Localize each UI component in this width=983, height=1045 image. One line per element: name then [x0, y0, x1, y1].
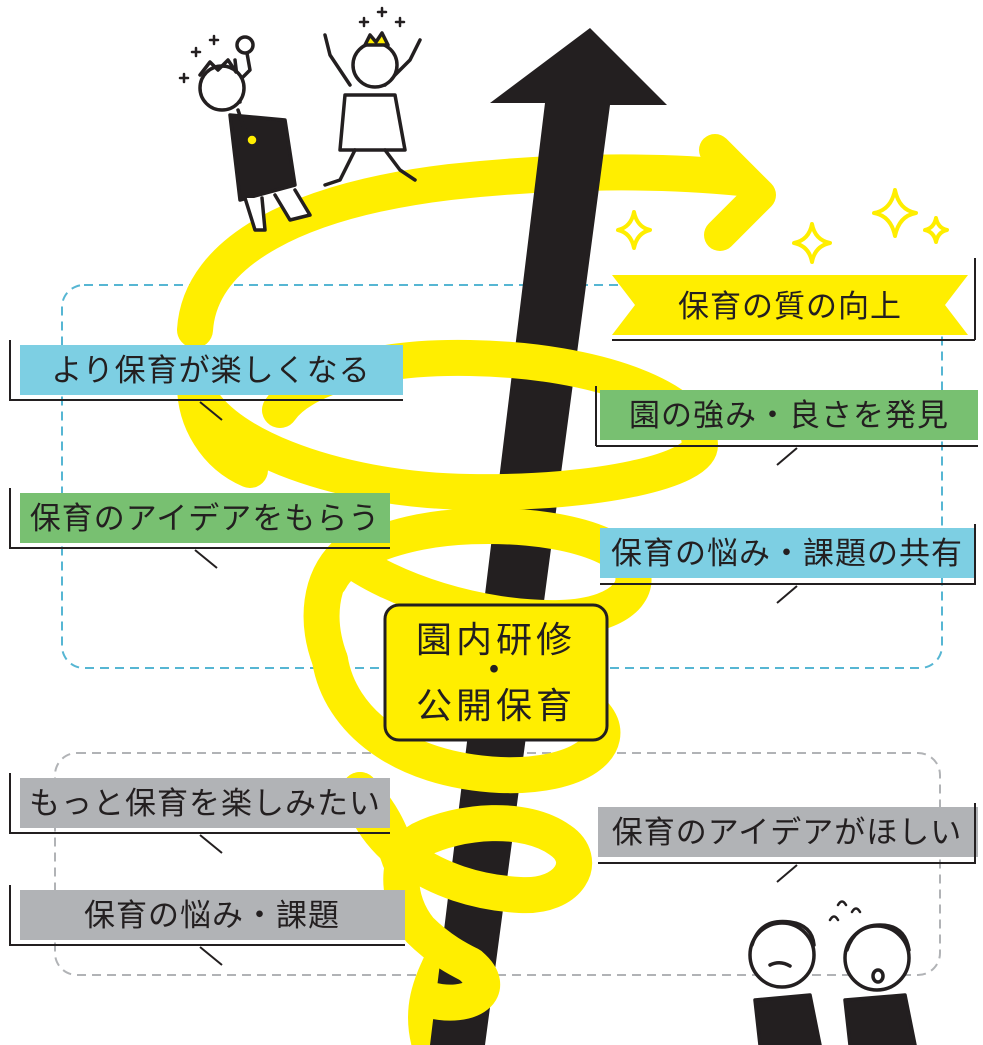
sparkle-icon	[616, 188, 949, 264]
goal-ribbon: 保育の質の向上	[612, 258, 976, 341]
tag-want-ideas: 保育のアイデアがほしい	[598, 803, 978, 883]
happy-teachers-illustration	[178, 6, 422, 232]
center-line1: 園内研修	[416, 620, 576, 661]
upper-group-frame	[61, 284, 943, 669]
goal-label: 保育の質の向上	[678, 289, 902, 325]
tag-share-concerns: 保育の悩み・課題の共有	[600, 524, 976, 604]
tag-get-ideas: 保育のアイデアをもらう	[9, 488, 390, 569]
worried-teachers-illustration	[748, 900, 917, 1045]
center-dot: ・	[476, 650, 516, 691]
center-box: 園内研修 ・ 公開保育	[383, 603, 609, 742]
tag-discover-strengths-label: 園の強み・良さを発見	[629, 398, 949, 434]
tag-want-more-fun: もっと保育を楽しみたい	[9, 773, 390, 854]
center-line2: 公開保育	[416, 686, 576, 727]
tag-want-more-fun-label: もっと保育を楽しみたい	[29, 786, 381, 822]
tag-more-fun-label: より保育が楽しくなる	[51, 353, 370, 389]
tag-share-concerns-label: 保育の悩み・課題の共有	[611, 536, 963, 572]
tag-concerns-label: 保育の悩み・課題	[84, 898, 340, 934]
tag-concerns: 保育の悩み・課題	[9, 885, 405, 966]
tag-discover-strengths: 園の強み・良さを発見	[595, 386, 978, 466]
spiral-arrow-head	[699, 134, 776, 251]
tag-want-ideas-label: 保育のアイデアがほしい	[612, 815, 962, 851]
tag-more-fun: より保育が楽しくなる	[9, 340, 403, 421]
tag-get-ideas-label: 保育のアイデアをもらう	[30, 501, 380, 537]
